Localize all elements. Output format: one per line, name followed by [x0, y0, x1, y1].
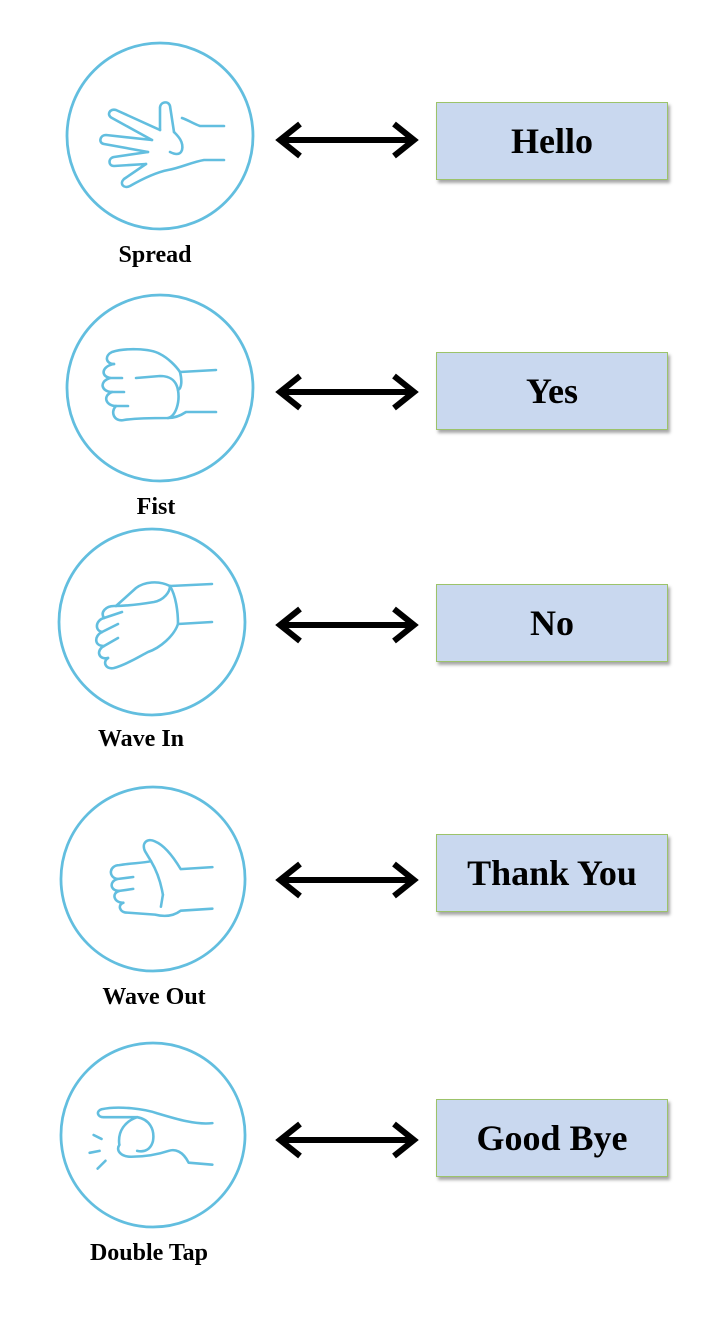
- hand-double-tap-icon: [59, 1041, 247, 1229]
- gesture-label: Double Tap: [89, 1240, 209, 1266]
- hand-wave-out-icon: [59, 785, 247, 973]
- double-arrow-icon: [275, 373, 419, 411]
- gesture-label: Spread: [118, 242, 192, 268]
- word-label: Thank You: [467, 853, 637, 893]
- word-label: Good Bye: [476, 1118, 628, 1158]
- word-label: Yes: [526, 371, 578, 411]
- gesture-label: Wave Out: [102, 984, 206, 1010]
- double-arrow-icon: [275, 1121, 419, 1159]
- gesture-label: Fist: [136, 494, 176, 520]
- word-box: Hello: [436, 102, 668, 180]
- word-label: No: [530, 603, 574, 643]
- word-label: Hello: [511, 121, 593, 161]
- hand-fist-icon: [65, 293, 255, 483]
- word-box: Thank You: [436, 834, 668, 912]
- double-arrow-icon: [275, 861, 419, 899]
- double-arrow-icon: [275, 606, 419, 644]
- double-arrow-icon: [275, 121, 419, 159]
- gesture-label: Wave In: [97, 726, 184, 752]
- word-box: Yes: [436, 352, 668, 430]
- word-box: Good Bye: [436, 1099, 668, 1177]
- word-box: No: [436, 584, 668, 662]
- hand-wave-in-icon: [57, 527, 247, 717]
- hand-spread-icon: [65, 41, 255, 231]
